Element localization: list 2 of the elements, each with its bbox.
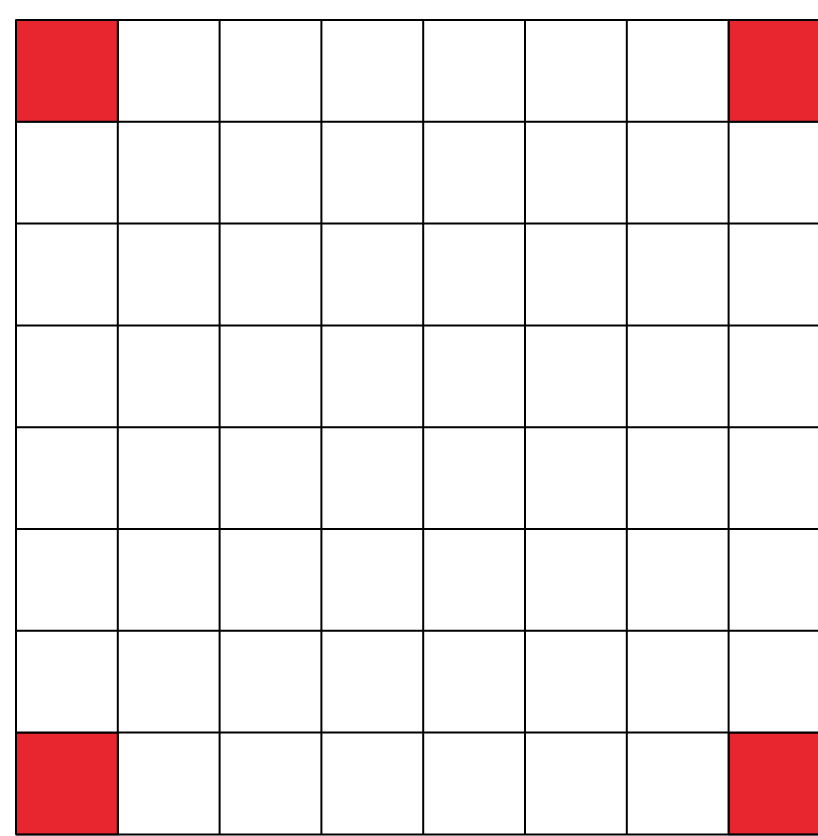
corner-square [15, 19, 119, 123]
corner-square [15, 731, 119, 836]
